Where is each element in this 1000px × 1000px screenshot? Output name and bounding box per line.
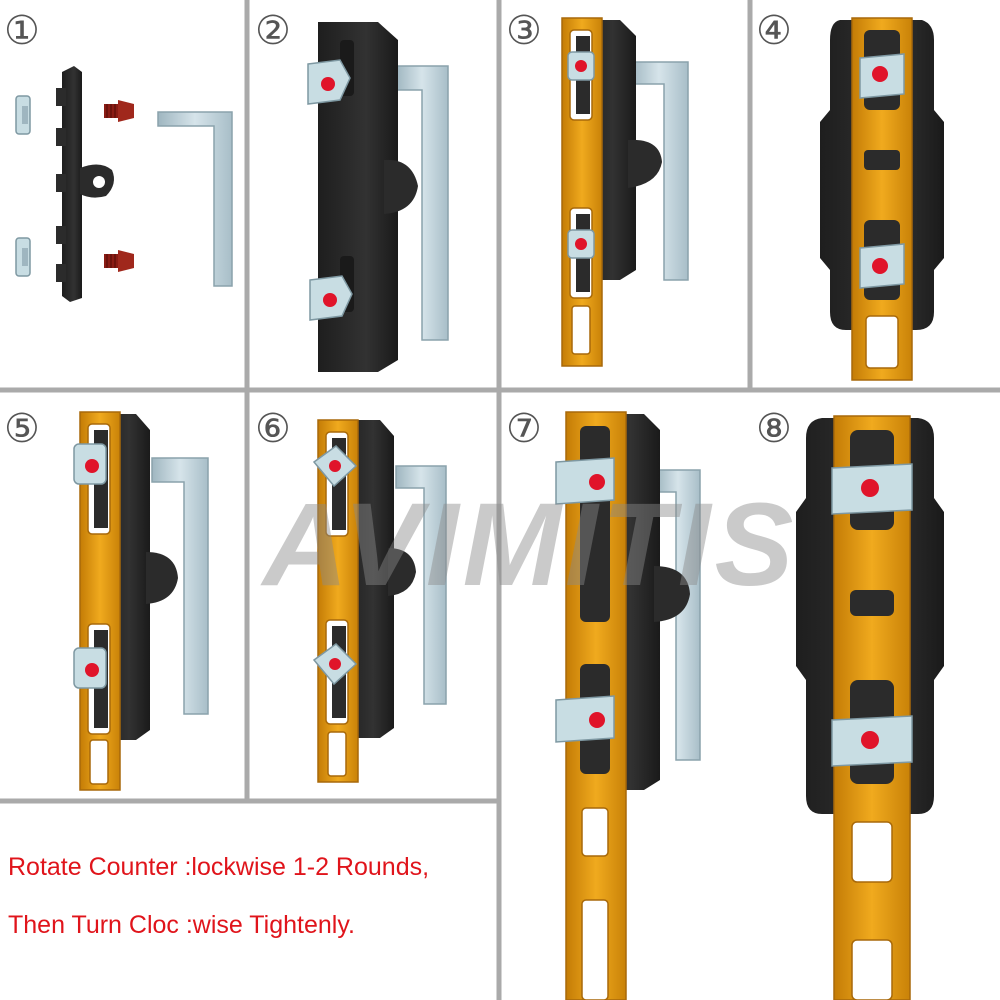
step-number-7: ⑦ xyxy=(506,406,542,452)
t-nut-top-rotated xyxy=(312,445,358,488)
instruction-text: Rotate Counter :lockwise 1-2 Rounds, The… xyxy=(8,838,494,954)
t-nut-bottom xyxy=(567,229,595,259)
panel-3 xyxy=(561,17,689,367)
instruction-line-2: Then Turn Cloc :wise Tightenly. xyxy=(8,911,355,939)
panel-5 xyxy=(73,411,209,791)
t-nut-bottom xyxy=(859,243,905,289)
t-nut-top xyxy=(555,457,615,505)
t-nut-top xyxy=(831,463,913,515)
hex-key xyxy=(395,465,447,705)
step-number-2: ② xyxy=(255,8,291,54)
t-nut-bottom xyxy=(555,695,615,743)
step-number-5: ⑤ xyxy=(4,406,40,452)
step-number-3: ③ xyxy=(506,8,542,54)
t-nut-top xyxy=(73,443,107,485)
t-nut-top xyxy=(567,51,595,81)
rail-mount-side xyxy=(56,66,114,302)
t-nut-bottom xyxy=(309,275,353,321)
panel-4 xyxy=(820,17,944,381)
step-number-6: ⑥ xyxy=(255,406,291,452)
step-numbers: ① ② ③ ④ ⑤ ⑥ ⑦ ⑧ xyxy=(4,8,792,452)
screw-bottom xyxy=(104,250,134,272)
t-nut-bottom xyxy=(73,647,107,689)
screw-top xyxy=(104,100,134,122)
sling-loop xyxy=(384,159,418,214)
panel-2 xyxy=(307,22,449,372)
panel-1 xyxy=(15,66,233,302)
t-nut-top xyxy=(307,59,351,105)
t-nut-bottom-rotated xyxy=(312,643,358,686)
step-number-4: ④ xyxy=(756,8,792,54)
panel-6 xyxy=(312,419,447,783)
watermark-logo: AVIMITIS xyxy=(260,479,798,611)
t-nut-bottom xyxy=(15,237,31,277)
panel-7 xyxy=(555,411,701,1000)
t-nut-top xyxy=(859,53,905,99)
t-nut-bottom xyxy=(831,715,913,767)
hex-key xyxy=(157,111,233,287)
step-number-8: ⑧ xyxy=(756,406,792,452)
step-number-1: ① xyxy=(4,8,40,54)
panel-8 xyxy=(796,415,944,1000)
instruction-line-1: Rotate Counter :lockwise 1-2 Rounds, xyxy=(8,853,430,881)
t-nut-top xyxy=(15,95,31,135)
hex-key xyxy=(151,457,209,715)
